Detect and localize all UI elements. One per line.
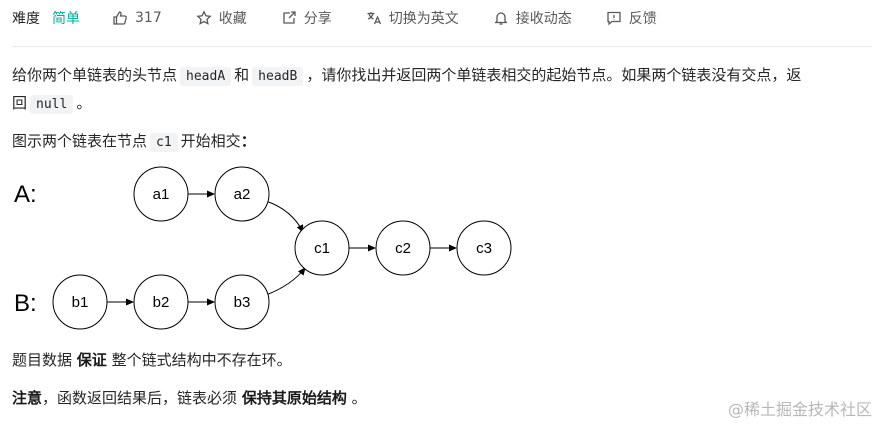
caption-text: 图示两个链表在节点 — [12, 132, 148, 150]
share-icon — [283, 11, 296, 24]
switch-language-button[interactable]: 切换为英文 — [366, 8, 459, 28]
edge-a2-c1 — [265, 200, 304, 233]
list-b-label: B: — [14, 290, 37, 317]
node-c2-label: c2 — [395, 240, 411, 257]
caption-colon: ： — [240, 132, 256, 150]
node-b2-label: b2 — [153, 294, 170, 311]
favorite-label: 收藏 — [218, 11, 247, 27]
feedback-label: 反馈 — [628, 11, 657, 27]
node-b1-label: b1 — [72, 294, 89, 311]
node-a2: a2 — [214, 166, 270, 222]
difficulty-value: 简单 — [52, 11, 80, 27]
node-a1-label: a1 — [153, 186, 170, 203]
attention-bold: 注意 — [12, 389, 43, 407]
node-b2: b2 — [133, 274, 189, 330]
attention-note: 注意，函数返回结果后，链表必须 保持其原始结构 。 — [12, 385, 874, 411]
notify-label: 接收动态 — [515, 11, 572, 27]
like-count: 317 — [135, 10, 162, 26]
desc-text: 给你两个单链表的头节点 — [12, 66, 178, 84]
star-icon — [196, 10, 212, 25]
edge-b3-c1 — [265, 267, 306, 296]
toolbar-divider — [12, 46, 872, 47]
feedback-icon — [607, 11, 621, 26]
node-b3-label: b3 — [234, 294, 251, 311]
feedback-button[interactable]: 反馈 — [606, 8, 657, 28]
code-null: null — [30, 95, 74, 114]
node-c1: c1 — [294, 220, 350, 276]
share-label: 分享 — [303, 11, 332, 27]
note-text: 题目数据 — [12, 351, 73, 369]
desc-text: 和 — [234, 66, 250, 84]
node-c1-label: c1 — [314, 240, 330, 257]
caption-text: 开始相交 — [180, 132, 241, 150]
node-a1: a1 — [133, 166, 189, 222]
node-b1: b1 — [52, 274, 108, 330]
note-text: 整个链式结构中不存在环。 — [111, 351, 292, 369]
attention-text: 。 — [351, 389, 367, 407]
share-button[interactable]: 分享 — [281, 8, 332, 28]
note-bold: 保证 — [76, 351, 107, 369]
constraint-note: 题目数据 保证 整个链式结构中不存在环。 — [12, 347, 874, 373]
switch-language-label: 切换为英文 — [388, 11, 459, 27]
linked-list-diagram: A: B: a1 a2 b1 b2 b3 c1 c2 c3 — [14, 166, 512, 330]
node-c2: c2 — [375, 220, 431, 276]
node-c3-label: c3 — [476, 240, 492, 257]
attention-bold: 保持其原始结构 — [241, 389, 347, 407]
problem-toolbar: 难度 简单 317 收藏 分享 切换为英文 接收动态 — [0, 0, 886, 36]
code-headA: headA — [180, 67, 232, 86]
notify-button[interactable]: 接收动态 — [493, 8, 572, 28]
desc-text: ，请你找出并返回两个单链表相交的起始节点。如果两个链表没有交点，返 — [306, 66, 802, 84]
translate-icon — [367, 12, 381, 25]
node-a2-label: a2 — [234, 186, 251, 203]
like-button[interactable]: 317 — [112, 10, 162, 26]
bell-icon — [494, 12, 508, 25]
desc-text: 回 — [12, 94, 28, 112]
attention-text: ，函数返回结果后，链表必须 — [42, 389, 238, 407]
difficulty-label: 难度 — [12, 11, 40, 27]
desc-text: 。 — [76, 94, 92, 112]
favorite-button[interactable]: 收藏 — [196, 8, 247, 28]
node-b3: b3 — [214, 274, 270, 330]
watermark: @稀土掘金技术社区 — [727, 400, 872, 419]
thumbs-up-icon — [113, 11, 127, 25]
code-c1: c1 — [150, 133, 178, 152]
code-headB: headB — [252, 67, 304, 86]
list-a-label: A: — [14, 181, 37, 208]
node-c3: c3 — [456, 220, 512, 276]
